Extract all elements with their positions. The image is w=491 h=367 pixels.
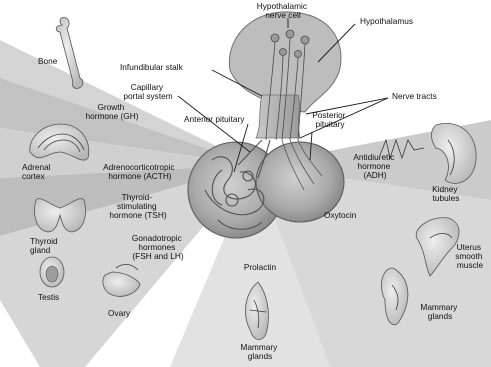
label-hypothalamus: Hypothalamus — [360, 16, 413, 26]
label-testis: Testis — [38, 292, 59, 302]
label-prolactin: Prolactin — [244, 262, 277, 272]
label-uterus-smooth-muscle: Uterus smooth muscle — [455, 242, 485, 270]
label-gonadotropic: Gonadotropic hormones (FSH and LH) — [132, 233, 184, 261]
label-acth: Adrenocorticotropic hormone (ACTH) — [103, 162, 177, 181]
label-posterior-pituitary: Posterior pituitary — [312, 110, 348, 129]
label-kidney-tubules: Kidney tubules — [432, 184, 460, 203]
label-ovary: Ovary — [108, 308, 131, 318]
label-infundibular-stalk: Infundibular stalk — [120, 62, 184, 72]
label-bone: Bone — [38, 56, 58, 66]
infundibular-stalk — [256, 95, 300, 138]
label-oxytocin: Oxytocin — [324, 210, 357, 220]
label-nerve-tracts: Nerve tracts — [392, 91, 437, 101]
testis-illustration — [40, 257, 64, 287]
label-anterior-pituitary: Anterior pituitary — [184, 114, 245, 124]
